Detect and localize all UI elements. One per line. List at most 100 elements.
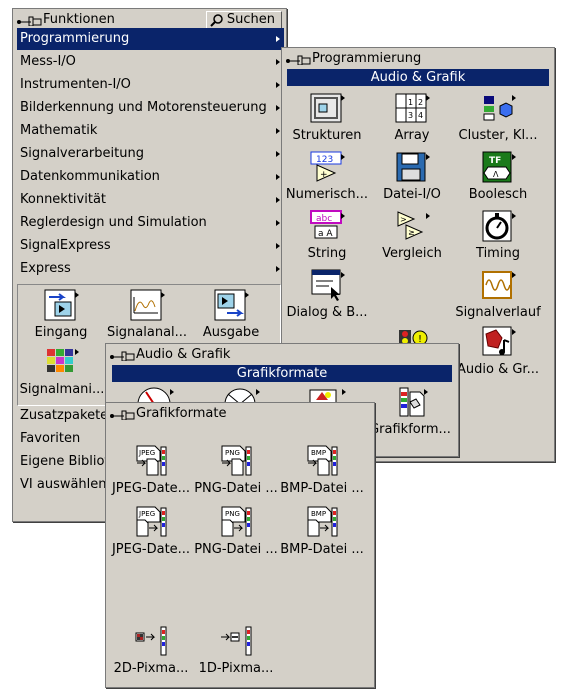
dialog-icon <box>311 269 345 301</box>
search-label: Suchen <box>226 12 275 27</box>
menu-item-mathematik[interactable]: Mathematik <box>17 120 284 142</box>
audio-grafik-titlebar[interactable]: Audio & Grafik <box>106 344 458 364</box>
tile-label: Array <box>394 128 430 143</box>
menu-label: Signalverarbeitung <box>20 146 144 161</box>
tile-label: Signalmani... <box>19 382 105 397</box>
svg-text:3: 3 <box>408 111 413 120</box>
express-output-icon <box>214 289 249 321</box>
tile-label: Signalverlauf <box>455 305 541 320</box>
partial-tile-icon <box>137 387 174 404</box>
grafikformate-title: Grafikformate <box>136 406 227 421</box>
pin-icon[interactable] <box>17 14 45 26</box>
tile-label: Boolesch <box>468 187 528 202</box>
stopwatch-icon <box>482 210 516 242</box>
jpeg-read-icon: JPEG <box>136 445 167 476</box>
png-read-icon: PNG <box>221 445 252 476</box>
pin-icon[interactable] <box>110 349 138 361</box>
signal-analysis-icon <box>130 289 165 321</box>
partial-tile-icon: ! <box>399 330 428 346</box>
menu-label: Programmierung <box>20 31 130 46</box>
tile-label: JPEG-Date... <box>111 481 191 496</box>
svg-text:!: ! <box>418 334 422 345</box>
submenu-arrow-icon <box>276 105 280 111</box>
functions-titlebar[interactable]: Funktionen Suchen <box>13 9 286 30</box>
tile-label: Dialog & B... <box>286 305 368 320</box>
tile-label: JPEG-Date... <box>111 542 191 557</box>
boolean-icon: TF Λ <box>482 151 516 183</box>
png-write-icon: PNG <box>221 506 252 537</box>
tile-label: 1D-Pixma... <box>198 661 274 676</box>
signal-manipulation-icon <box>47 349 79 372</box>
grafikformate-titlebar[interactable]: Grafikformate <box>106 403 374 423</box>
submenu-arrow-icon <box>276 243 280 249</box>
jpeg-write-icon: JPEG <box>136 506 167 537</box>
pixmap-1d-icon <box>221 626 252 656</box>
svg-text:a A: a A <box>318 229 333 239</box>
waveform-icon <box>482 271 516 299</box>
menu-label: Mathematik <box>20 123 98 138</box>
tile-label: PNG-Datei ... <box>194 542 278 557</box>
partial-tile-icon <box>224 388 260 404</box>
submenu-arrow-icon <box>276 266 280 272</box>
submenu-arrow-icon <box>276 174 280 180</box>
menu-label: Mess-I/O <box>20 54 76 69</box>
menu-item-programmierung[interactable]: Programmierung <box>17 28 284 50</box>
svg-text:PNG: PNG <box>225 449 240 457</box>
functions-palette: Funktionen Suchen Programmierung Mess-I/… <box>12 8 287 522</box>
menu-label: Reglerdesign und Simulation <box>20 215 207 230</box>
submenu-arrow-icon <box>276 151 280 157</box>
menu-item-reglerdesign[interactable]: Reglerdesign und Simulation <box>17 212 284 234</box>
tile-label: String <box>307 246 347 261</box>
magnifier-icon <box>210 14 223 27</box>
bmp-read-icon: BMP <box>307 445 338 476</box>
menu-label: SignalExpress <box>20 238 111 253</box>
tile-label: Numerisch... <box>285 187 369 202</box>
menu-item-zusatzpakete[interactable]: Zusatzpakete <box>17 405 284 427</box>
menu-item-konnektivitaet[interactable]: Konnektivität <box>17 189 284 211</box>
menu-item-instrumenten-io[interactable]: Instrumenten-I/O <box>17 74 284 96</box>
menu-item-signalverarbeitung[interactable]: Signalverarbeitung <box>17 143 284 165</box>
svg-text:+: + <box>320 170 328 180</box>
programmierung-titlebar[interactable]: Programmierung <box>282 48 554 68</box>
tile-label: Grafikform... <box>369 422 451 437</box>
menu-item-signalexpress[interactable]: SignalExpress <box>17 235 284 257</box>
pin-icon[interactable] <box>110 408 138 420</box>
menu-label: VI auswählen... <box>20 477 119 492</box>
svg-text:123: 123 <box>316 155 333 165</box>
tile-label: Timing <box>476 246 520 261</box>
submenu-arrow-icon <box>276 197 280 203</box>
tile-label: Audio & Gr... <box>457 362 539 377</box>
partial-tile-icon <box>309 389 346 404</box>
menu-item-mess-io[interactable]: Mess-I/O <box>17 51 284 73</box>
tile-label: Ausgabe <box>202 325 260 340</box>
menu-item-bilderkennung[interactable]: Bilderkennung und Motorensteuerung <box>17 97 284 119</box>
menu-item-datenkommunikation[interactable]: Datenkommunikation <box>17 166 284 188</box>
menu-label: Favoriten <box>20 431 81 446</box>
tile-label: 2D-Pixma... <box>113 661 189 676</box>
tile-label: Eingang <box>34 325 88 340</box>
svg-text:JPEG: JPEG <box>138 449 155 457</box>
svg-text:Λ: Λ <box>493 170 499 179</box>
menu-label: Datenkommunikation <box>20 169 160 184</box>
svg-text:2: 2 <box>418 98 423 107</box>
numeric-icon: 123 + <box>310 151 345 182</box>
menu-label: Instrumenten-I/O <box>20 77 131 92</box>
menu-item-favoriten[interactable]: Favoriten <box>17 428 284 450</box>
audio-grafik-palette: Audio & Grafik Grafikformate Grafikform.… <box>105 343 459 457</box>
menu-item-express[interactable]: Express <box>17 258 284 280</box>
tile-label: Strukturen <box>292 128 362 143</box>
menu-item-vi-auswaehlen[interactable]: VI auswählen... <box>17 474 284 496</box>
menu-label: Bilderkennung und Motorensteuerung <box>20 100 267 115</box>
cluster-icon <box>483 95 516 121</box>
tile-label: Signalanal... <box>106 325 188 340</box>
programmierung-header: Audio & Grafik <box>287 69 549 86</box>
bmp-write-icon: BMP <box>307 506 338 537</box>
svg-text:>: > <box>400 215 407 224</box>
submenu-arrow-icon <box>276 82 280 88</box>
tile-label: Cluster, Kl... <box>458 128 538 143</box>
string-icon: abc a A <box>310 210 345 239</box>
pin-icon[interactable] <box>286 53 314 65</box>
audio-grafik-header: Grafikformate <box>112 365 452 382</box>
svg-text:TF: TF <box>489 156 501 166</box>
